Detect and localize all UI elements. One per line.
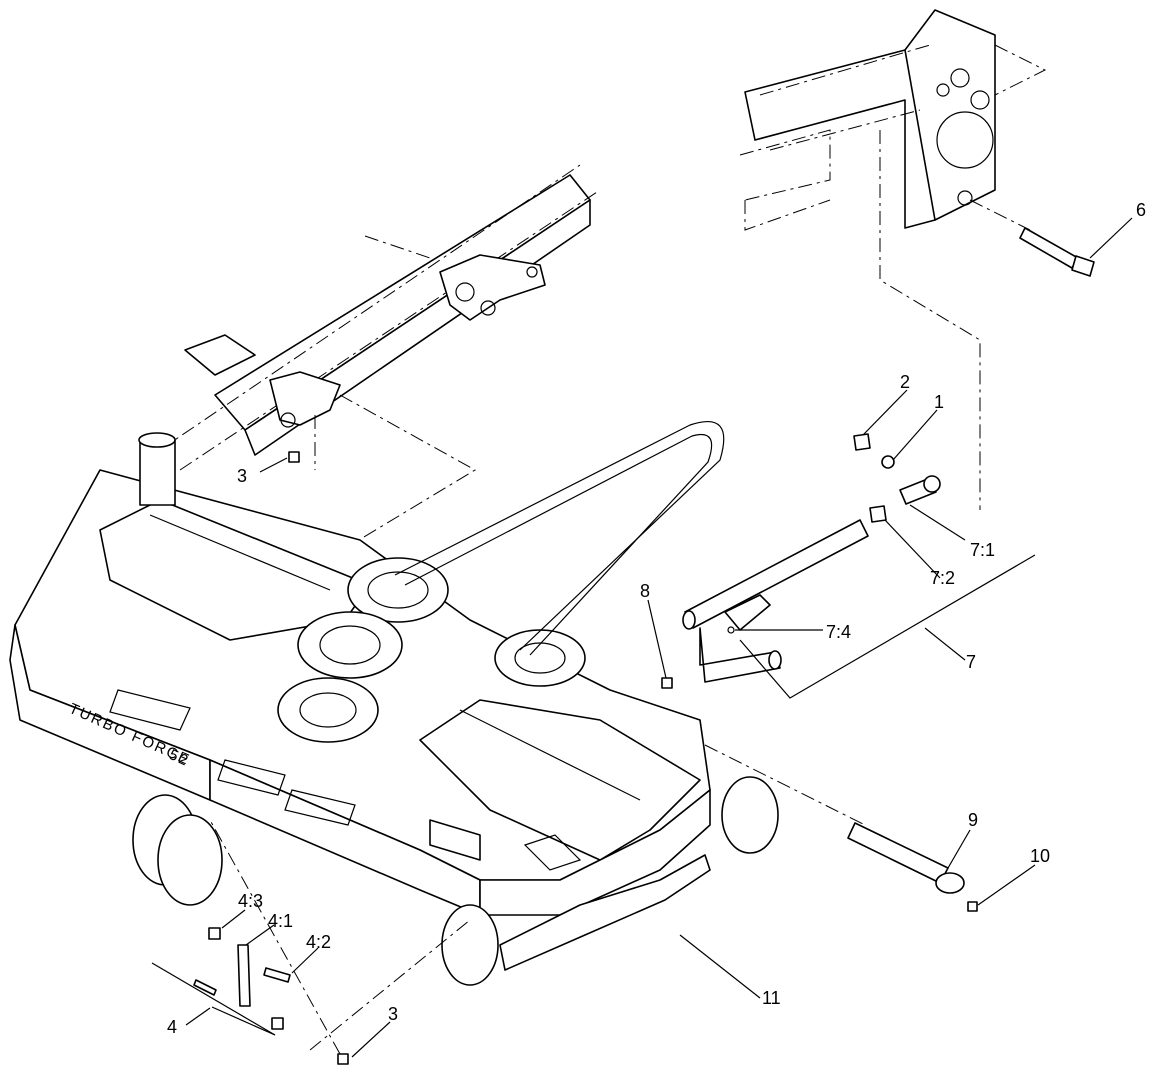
part-7-assembly [682,433,941,683]
tractor-frame [739,9,1047,510]
part-3-nut [209,451,471,1065]
callout-7-2: 7:2 [930,568,955,588]
mower-deck: TURBO FORCE 52 [9,421,779,986]
callout-4-2: 4:2 [306,932,331,952]
callout-8: 8 [640,581,650,601]
callout-4-1: 4:1 [268,911,293,931]
callout-3-upper: 3 [237,466,247,486]
deck-size-text: 52 [166,746,192,770]
callout-9: 9 [968,810,978,830]
callout-6: 6 [1136,200,1146,220]
part-6-bolt [969,199,1095,277]
callout-2: 2 [900,372,910,392]
callout-10: 10 [1030,846,1050,866]
callout-11: 11 [762,988,781,1008]
callout-4-3: 4:3 [238,891,263,911]
part-9-rod [704,744,965,894]
part-4-chain-kit [151,927,291,1036]
callout-7: 7 [966,652,976,672]
callout-labels: 6 2 1 7:1 7:2 7:4 7 8 9 10 11 3 3 4:3 4:… [167,200,1146,1037]
callout-7-4: 7:4 [826,622,851,642]
callout-1: 1 [934,392,944,412]
part-8-nut [661,677,673,689]
callout-7-1: 7:1 [970,540,995,560]
callout-4: 4 [167,1017,177,1037]
lift-arm-frame [159,164,601,661]
callout-leaders [185,217,1133,1058]
callout-3-lower: 3 [388,1004,398,1024]
part-10-bolt [967,901,978,912]
